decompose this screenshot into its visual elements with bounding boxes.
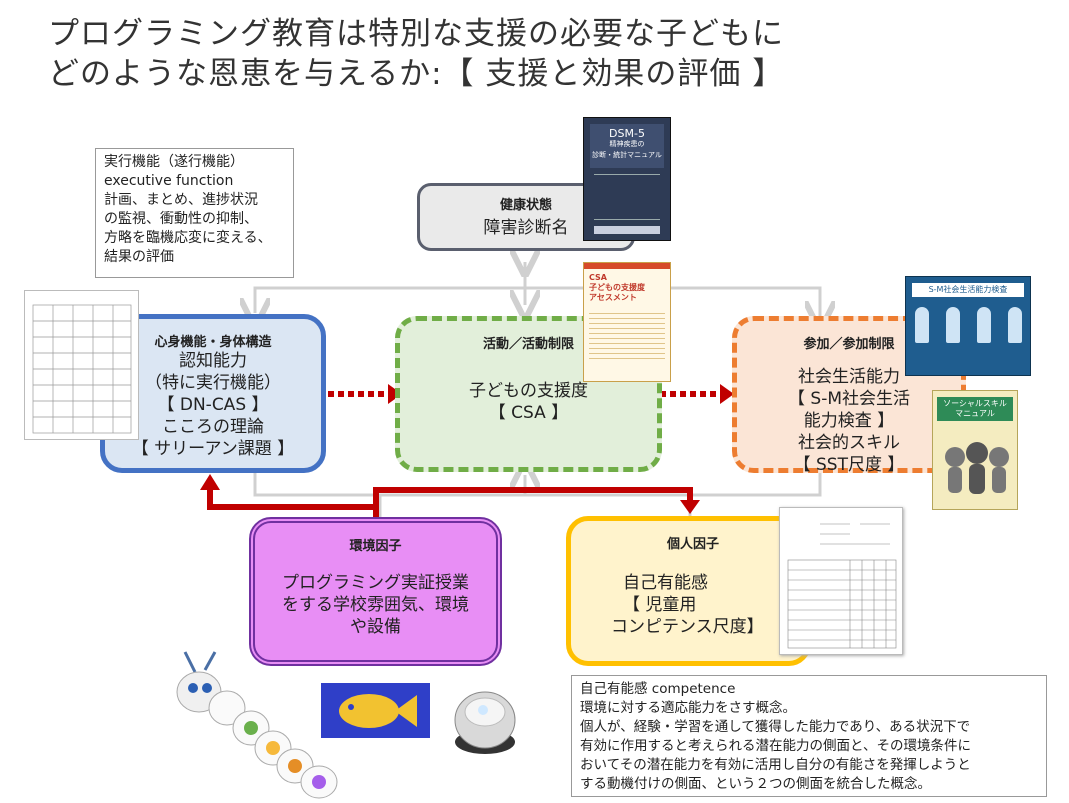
executive-function-note: 実行機能（遂行機能） executive function 計画、まとめ、進捗状… xyxy=(95,148,294,278)
personal-factors-heading: 個人因子 xyxy=(667,537,720,552)
body-function-line-4: こころの理論 xyxy=(162,417,264,437)
participation-line-1: 社会生活能力 xyxy=(798,367,900,387)
activity-line-1: 子どもの支援度 xyxy=(469,381,588,401)
health-status-body: 障害診断名 xyxy=(483,218,569,238)
title-line-2: どのような恩恵を与えるか:【 支援と効果の評価 】 xyxy=(48,56,785,92)
health-status-heading: 健康状態 xyxy=(499,198,552,213)
body-function-line-3: 【 DN-CAS 】 xyxy=(157,395,269,415)
environment-line-1: プログラミング実証授業 xyxy=(282,573,469,593)
participation-line-4: 社会的スキル xyxy=(798,433,900,453)
sst-manual-image: ソーシャルスキル マニュアル xyxy=(932,390,1018,510)
environment-heading: 環境因子 xyxy=(349,539,402,554)
csa-book-image: CSA 子どもの支援度 アセスメント xyxy=(583,262,671,382)
participation-heading: 参加／参加制限 xyxy=(803,337,895,352)
activity-heading: 活動／活動制限 xyxy=(482,337,574,352)
environment-line-2: をする学校雰囲気、環境 xyxy=(282,595,469,615)
personal-factors-line-3: コンピテンス尺度】 xyxy=(611,617,764,637)
dsm5-book-image: DSM-5 精神疾患の 診断・統計マニュアル xyxy=(583,117,671,241)
fish-figure-image xyxy=(321,683,430,738)
personal-factors-box: 個人因子 自己有能感 【 児童用 コンピテンス尺度】 xyxy=(566,516,811,666)
body-function-line-5: 【 サリーアン課題 】 xyxy=(131,439,295,459)
participation-line-5: 【 SST尺度 】 xyxy=(793,455,905,475)
competence-note: 自己有能感 competence 環境に対する適応能力をさす概念。 個人が、経験… xyxy=(571,675,1047,797)
activity-box: 活動／活動制限 子どもの支援度 【 CSA 】 xyxy=(395,316,662,472)
environment-box: 環境因子 プログラミング実証授業 をする学校雰囲気、環境 や設備 xyxy=(249,517,502,666)
personal-factors-line-2: 【 児童用 xyxy=(623,595,697,615)
body-function-heading: 心身機能・身体構造 xyxy=(154,335,272,350)
title-line-1: プログラミング教育は特別な支援の必要な子どもに xyxy=(48,16,784,52)
environment-line-3: や設備 xyxy=(350,617,401,637)
body-function-line-1: 認知能力 xyxy=(179,351,247,371)
dn-cas-form-image xyxy=(24,290,139,440)
personal-factors-line-1: 自己有能感 xyxy=(623,573,708,593)
caterpillar-robot-image xyxy=(165,650,345,800)
competence-scale-form-image xyxy=(779,507,903,655)
participation-line-2: 【 S-M社会生活 xyxy=(788,389,910,409)
activity-line-2: 【 CSA 】 xyxy=(488,403,569,423)
sm-test-image: S-M社会生活能力検査 xyxy=(905,276,1031,376)
participation-line-3: 能力検査 】 xyxy=(803,411,895,431)
body-function-line-2: （特に実行機能） xyxy=(145,373,281,393)
participation-box: 参加／参加制限 社会生活能力 【 S-M社会生活 能力検査 】 社会的スキル 【… xyxy=(732,316,966,475)
page-title: プログラミング教育は特別な支援の必要な子どもに どのような恩恵を与えるか:【 支… xyxy=(48,14,1048,94)
ozobot-robot-image xyxy=(445,680,525,760)
